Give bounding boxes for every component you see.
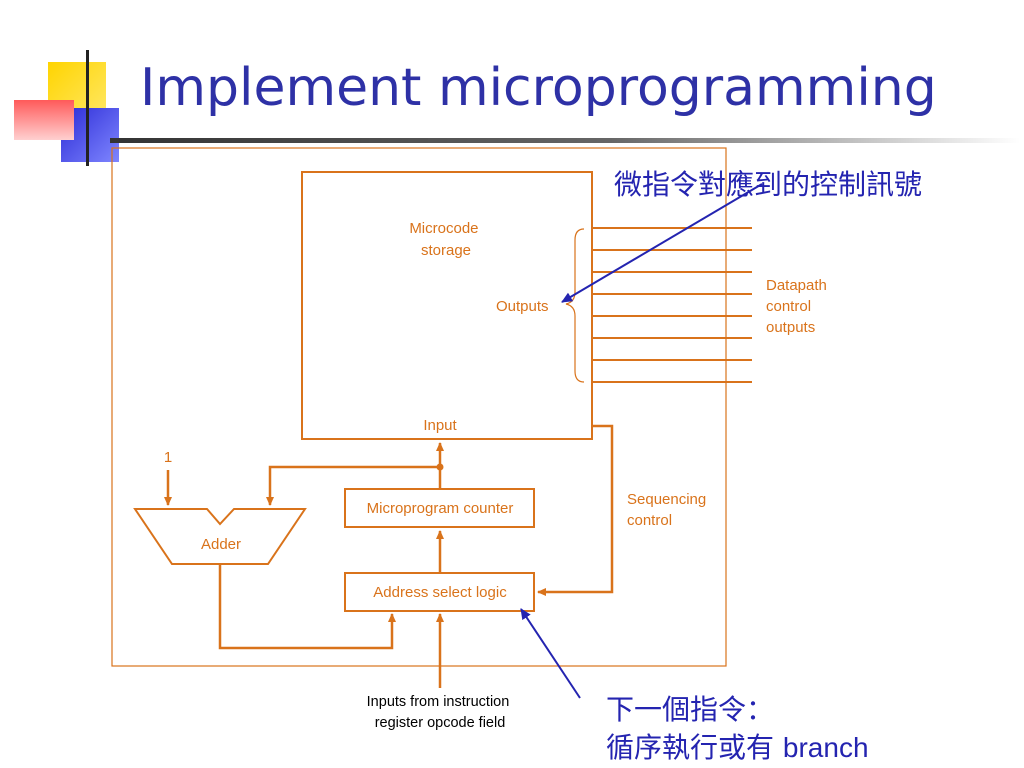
sequencing-control-label: Sequencing control bbox=[627, 491, 710, 529]
sequencing-control-line bbox=[537, 424, 614, 596]
counter-to-adder-line bbox=[266, 465, 440, 506]
constant-one-label: 1 bbox=[164, 449, 172, 466]
outputs-brace bbox=[565, 228, 585, 383]
microprogram-counter-label: Microprogram counter bbox=[367, 500, 514, 517]
outputs-label: Outputs bbox=[496, 298, 549, 315]
slide-title: Implement microprogramming bbox=[140, 58, 937, 118]
instruction-input-label: Inputs from instruction register opcode … bbox=[367, 694, 514, 731]
next-instruction-cn-text: 循序執行或有 bbox=[606, 731, 783, 764]
datapath-output-lines bbox=[592, 227, 752, 383]
adder-shape bbox=[133, 508, 307, 565]
branch-text: branch bbox=[782, 732, 869, 763]
microprogram-counter-box bbox=[344, 488, 535, 528]
microcode-storage-box bbox=[301, 171, 593, 440]
control-unit-frame bbox=[111, 147, 727, 667]
next-instruction-annotation-arrow bbox=[520, 608, 581, 699]
control-signal-annotation: 微指令對應到的控制訊號 bbox=[614, 168, 923, 201]
microcode-storage-label: Microcode storage bbox=[409, 220, 482, 259]
title-underline bbox=[110, 138, 1020, 143]
control-signal-annotation-arrow bbox=[561, 183, 763, 303]
next-instruction-annotation-line1: 下一個指令： bbox=[606, 693, 775, 726]
next-instruction-annotation-line2: 循序執行或有 branch bbox=[606, 726, 869, 766]
input-label: Input bbox=[423, 417, 457, 434]
decor-red-square bbox=[14, 100, 74, 140]
adder-label: Adder bbox=[201, 536, 241, 553]
decor-vertical-line bbox=[86, 50, 89, 166]
datapath-control-outputs-label: Datapath control outputs bbox=[766, 277, 831, 336]
adder-to-select-line bbox=[218, 564, 396, 650]
address-select-logic-label: Address select logic bbox=[373, 584, 507, 601]
